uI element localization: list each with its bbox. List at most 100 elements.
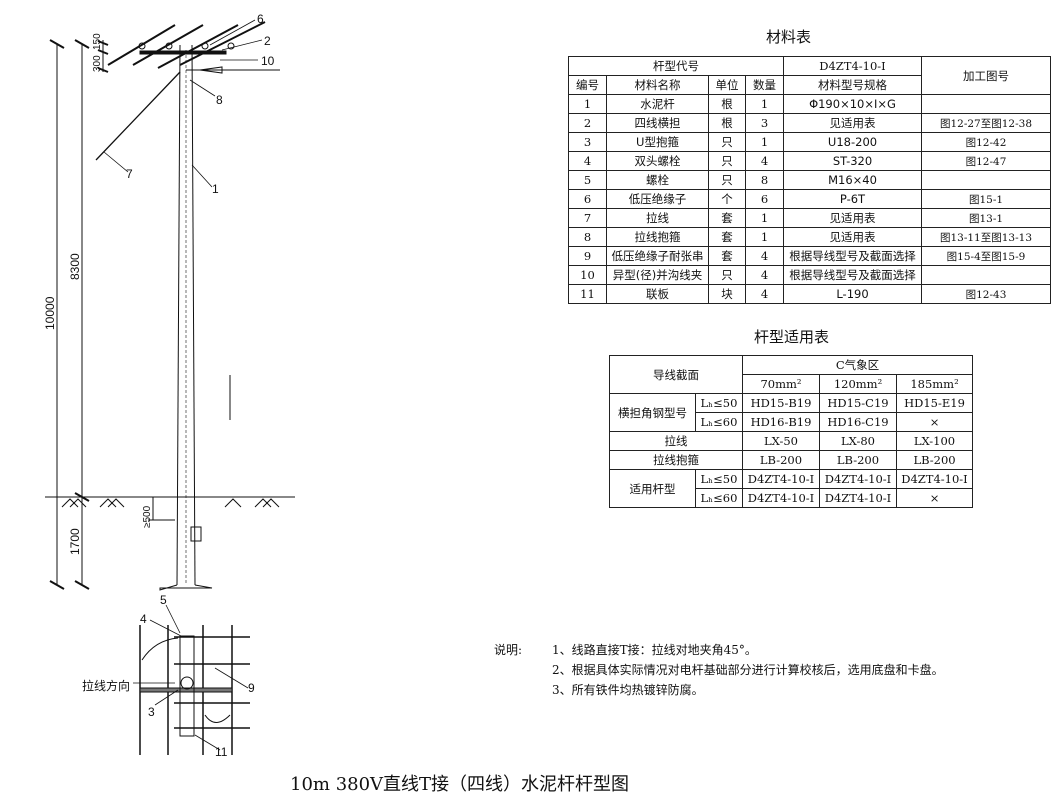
- material-cell: 7: [568, 208, 607, 228]
- material-cell: 4: [745, 246, 784, 266]
- pole-drawing: 10000 8300 1700 300 150 ≥500 6 2: [43, 12, 295, 759]
- material-cell: 只: [708, 265, 746, 285]
- concrete-pole: [159, 44, 213, 591]
- callout-8: 8: [216, 93, 223, 107]
- material-cell: 4: [745, 265, 784, 285]
- header-qty: 数量: [745, 75, 784, 95]
- dim-500: ≥500: [142, 505, 153, 528]
- material-cell: U18-200: [783, 132, 922, 152]
- dim-150: 150: [92, 33, 103, 50]
- notes-label: 说明:: [494, 643, 523, 657]
- cell: ×: [895, 488, 974, 508]
- material-cell: M16×40: [783, 170, 922, 190]
- cell: LX-50: [742, 431, 820, 451]
- crossarm: [107, 21, 280, 74]
- material-cell: 图12-47: [921, 151, 1051, 171]
- material-cell: 8: [568, 227, 607, 247]
- material-cell: 3: [745, 113, 784, 133]
- notes-list: 1、线路直接T接：拉线对地夹角45°。 2、根据具体实际情况对电杆基础部分进行计…: [552, 640, 944, 700]
- material-cell: 根: [708, 94, 746, 114]
- dim-10000: 10000: [43, 296, 57, 330]
- material-cell: 9: [568, 246, 607, 266]
- apply-table-title: 杆型适用表: [754, 328, 830, 346]
- material-cell: L-190: [783, 284, 922, 304]
- span-60: Lₕ≤60: [695, 412, 743, 432]
- pole-code-label: 杆型代号: [568, 56, 784, 76]
- material-cell: 双头螺栓: [606, 151, 709, 171]
- material-cell: 水泥杆: [606, 94, 709, 114]
- material-cell: Φ190×10×I×G: [783, 94, 922, 114]
- guy-hoop-label: 拉线抱箍: [609, 450, 743, 470]
- guy-wire: [95, 71, 181, 161]
- cell: LB-200: [819, 450, 897, 470]
- apply-table: 导线截面 C气象区 70mm² 120mm² 185mm² 横担角钢型号 Lₕ≤…: [609, 355, 974, 508]
- drawing-title: 10m 380V直线T接（四线）水泥杆杆型图: [290, 774, 630, 795]
- callout-11: 11: [215, 745, 228, 759]
- material-cell: 见适用表: [783, 113, 922, 133]
- material-cell: 异型(径)并沟线夹: [606, 265, 709, 285]
- material-cell: 图13-1: [921, 208, 1051, 228]
- callout-7: 7: [126, 167, 133, 181]
- zone-label: C气象区: [741, 355, 974, 375]
- material-cell: 1: [745, 132, 784, 152]
- material-cell: [921, 170, 1051, 190]
- dimension-lines: [49, 39, 175, 590]
- callout-2: 2: [264, 34, 271, 48]
- section-label: 导线截面: [609, 355, 743, 394]
- material-cell: 图12-27至图12-38: [921, 113, 1051, 133]
- callout-1: 1: [212, 182, 219, 196]
- material-cell: ST-320: [783, 151, 922, 171]
- material-cell: 2: [568, 113, 607, 133]
- material-cell: 只: [708, 151, 746, 171]
- cell: D4ZT4-10-I: [819, 469, 897, 489]
- material-table: 杆型代号 D4ZT4-10-I 加工图号 编号 材料名称 单位 数量 材料型号规…: [568, 56, 1051, 304]
- material-cell: 1: [745, 94, 784, 114]
- material-cell: 拉线抱箍: [606, 227, 709, 247]
- material-header-row: 编号 材料名称 单位 数量 材料型号规格: [568, 75, 1051, 95]
- crossarm-label: 横担角钢型号: [609, 393, 696, 432]
- material-cell: 套: [708, 208, 746, 228]
- material-cell: 1: [745, 227, 784, 247]
- material-cell: 图15-1: [921, 189, 1051, 209]
- material-cell: 根据导线型号及截面选择: [783, 265, 922, 285]
- material-cell: P-6T: [783, 189, 922, 209]
- material-cell: 1: [568, 94, 607, 114]
- callout-leaders: [103, 19, 263, 188]
- callout-10: 10: [261, 54, 275, 68]
- material-cell: 拉线: [606, 208, 709, 228]
- material-cell: 3: [568, 132, 607, 152]
- cell: HD15-C19: [819, 393, 897, 413]
- material-cell: [921, 265, 1051, 285]
- material-cell: 1: [745, 208, 784, 228]
- cell: HD15-B19: [742, 393, 820, 413]
- dim-8300: 8300: [68, 253, 82, 280]
- material-cell: 低压绝缘子: [606, 189, 709, 209]
- guy-direction-label: 拉线方向: [82, 678, 130, 693]
- plan-view: [133, 604, 250, 755]
- cell: LB-200: [742, 450, 820, 470]
- material-cell: 6: [745, 189, 784, 209]
- material-cell: 联板: [606, 284, 709, 304]
- material-cell: 8: [745, 170, 784, 190]
- material-cell: 图13-11至图13-13: [921, 227, 1051, 247]
- material-cell: 只: [708, 170, 746, 190]
- material-cell: U型抱箍: [606, 132, 709, 152]
- pole-type-label: 适用杆型: [609, 469, 696, 508]
- material-cell: 6: [568, 189, 607, 209]
- dim-1700: 1700: [68, 528, 82, 555]
- header-unit: 单位: [708, 75, 746, 95]
- cell: D4ZT4-10-I: [819, 488, 897, 508]
- material-cell: 根据导线型号及截面选择: [783, 246, 922, 266]
- material-cell: 见适用表: [783, 208, 922, 228]
- material-cell: 5: [568, 170, 607, 190]
- material-cell: 4: [745, 151, 784, 171]
- cell: ×: [895, 412, 974, 432]
